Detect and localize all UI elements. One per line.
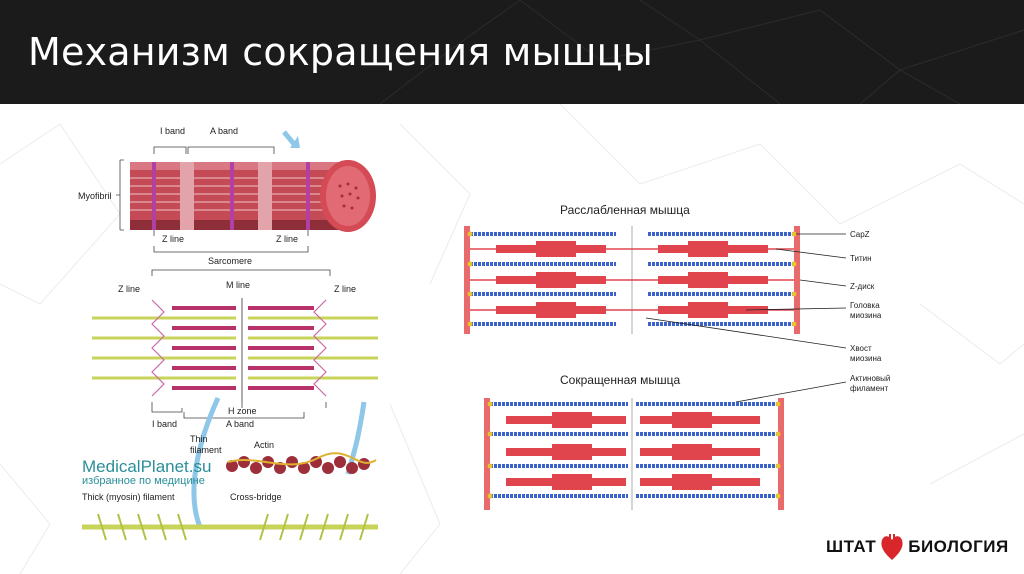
i-band-bottom-label: I band [152, 419, 177, 429]
brand-logo: ШТАТ БИОЛОГИЯ [826, 532, 1009, 562]
watermark-site: MedicalPlanet.su [82, 458, 211, 475]
myosin-tail-label-2: миозина [850, 354, 882, 363]
m-line-label: M line [226, 280, 250, 290]
capz-label: CapZ [850, 230, 870, 239]
filament-label: filament [190, 445, 222, 455]
relaxed-title: Расслабленная мышца [560, 203, 690, 217]
cross-bridge-label: Cross-bridge [230, 492, 282, 502]
z-line-left-label: Z line [118, 284, 140, 294]
thick-filament [82, 514, 378, 540]
watermark-tagline: избранное по медицине [82, 475, 211, 487]
thick-filament-label: Thick (myosin) filament [82, 492, 175, 502]
actin-label: Actin [254, 440, 274, 450]
myosin-head-label-2: миозина [850, 311, 882, 320]
z-line-label-2: Z line [276, 234, 298, 244]
a-band-top-label: A band [210, 126, 238, 136]
z-disk-label: Z-диск [850, 282, 875, 291]
z-line-right-label: Z line [334, 284, 356, 294]
h-zone-label: H zone [228, 406, 257, 416]
z-line-label-1: Z line [162, 234, 184, 244]
myosin-head-label-1: Головка [850, 301, 880, 310]
myofibril-cylinder [130, 160, 376, 232]
watermark: MedicalPlanet.su избранное по медицине [82, 458, 211, 487]
contracted-sarcomere [484, 398, 784, 510]
logo-text-right: БИОЛОГИЯ [908, 537, 1008, 557]
actin-filament-label-1: Актиновый [850, 374, 890, 383]
title-bar: Механизм сокращения мышцы [0, 0, 1024, 104]
contraction-diagram: Расслабленная мышца [456, 196, 916, 516]
heart-icon [879, 532, 905, 562]
sarcomere-detail [92, 298, 378, 402]
contracted-title: Сокращенная мышца [560, 373, 680, 387]
thin-label: Thin [190, 434, 208, 444]
logo-text-left: ШТАТ [826, 537, 876, 557]
myofibril-diagram: I band A band Myofibril Z line Z line S [78, 122, 378, 552]
myosin-tail-label-1: Хвост [850, 344, 872, 353]
i-band-top-label: I band [160, 126, 185, 136]
myofibril-label: Myofibril [78, 191, 112, 201]
sarcomere-label: Sarcomere [208, 256, 252, 266]
slide-title: Механизм сокращения мышцы [28, 30, 653, 74]
titin-label: Титин [850, 254, 872, 263]
a-band-bottom-label: A band [226, 419, 254, 429]
pointer-arrow-icon [284, 132, 294, 144]
actin-filament-label-2: филамент [850, 384, 889, 393]
relaxed-sarcomere [464, 226, 800, 334]
